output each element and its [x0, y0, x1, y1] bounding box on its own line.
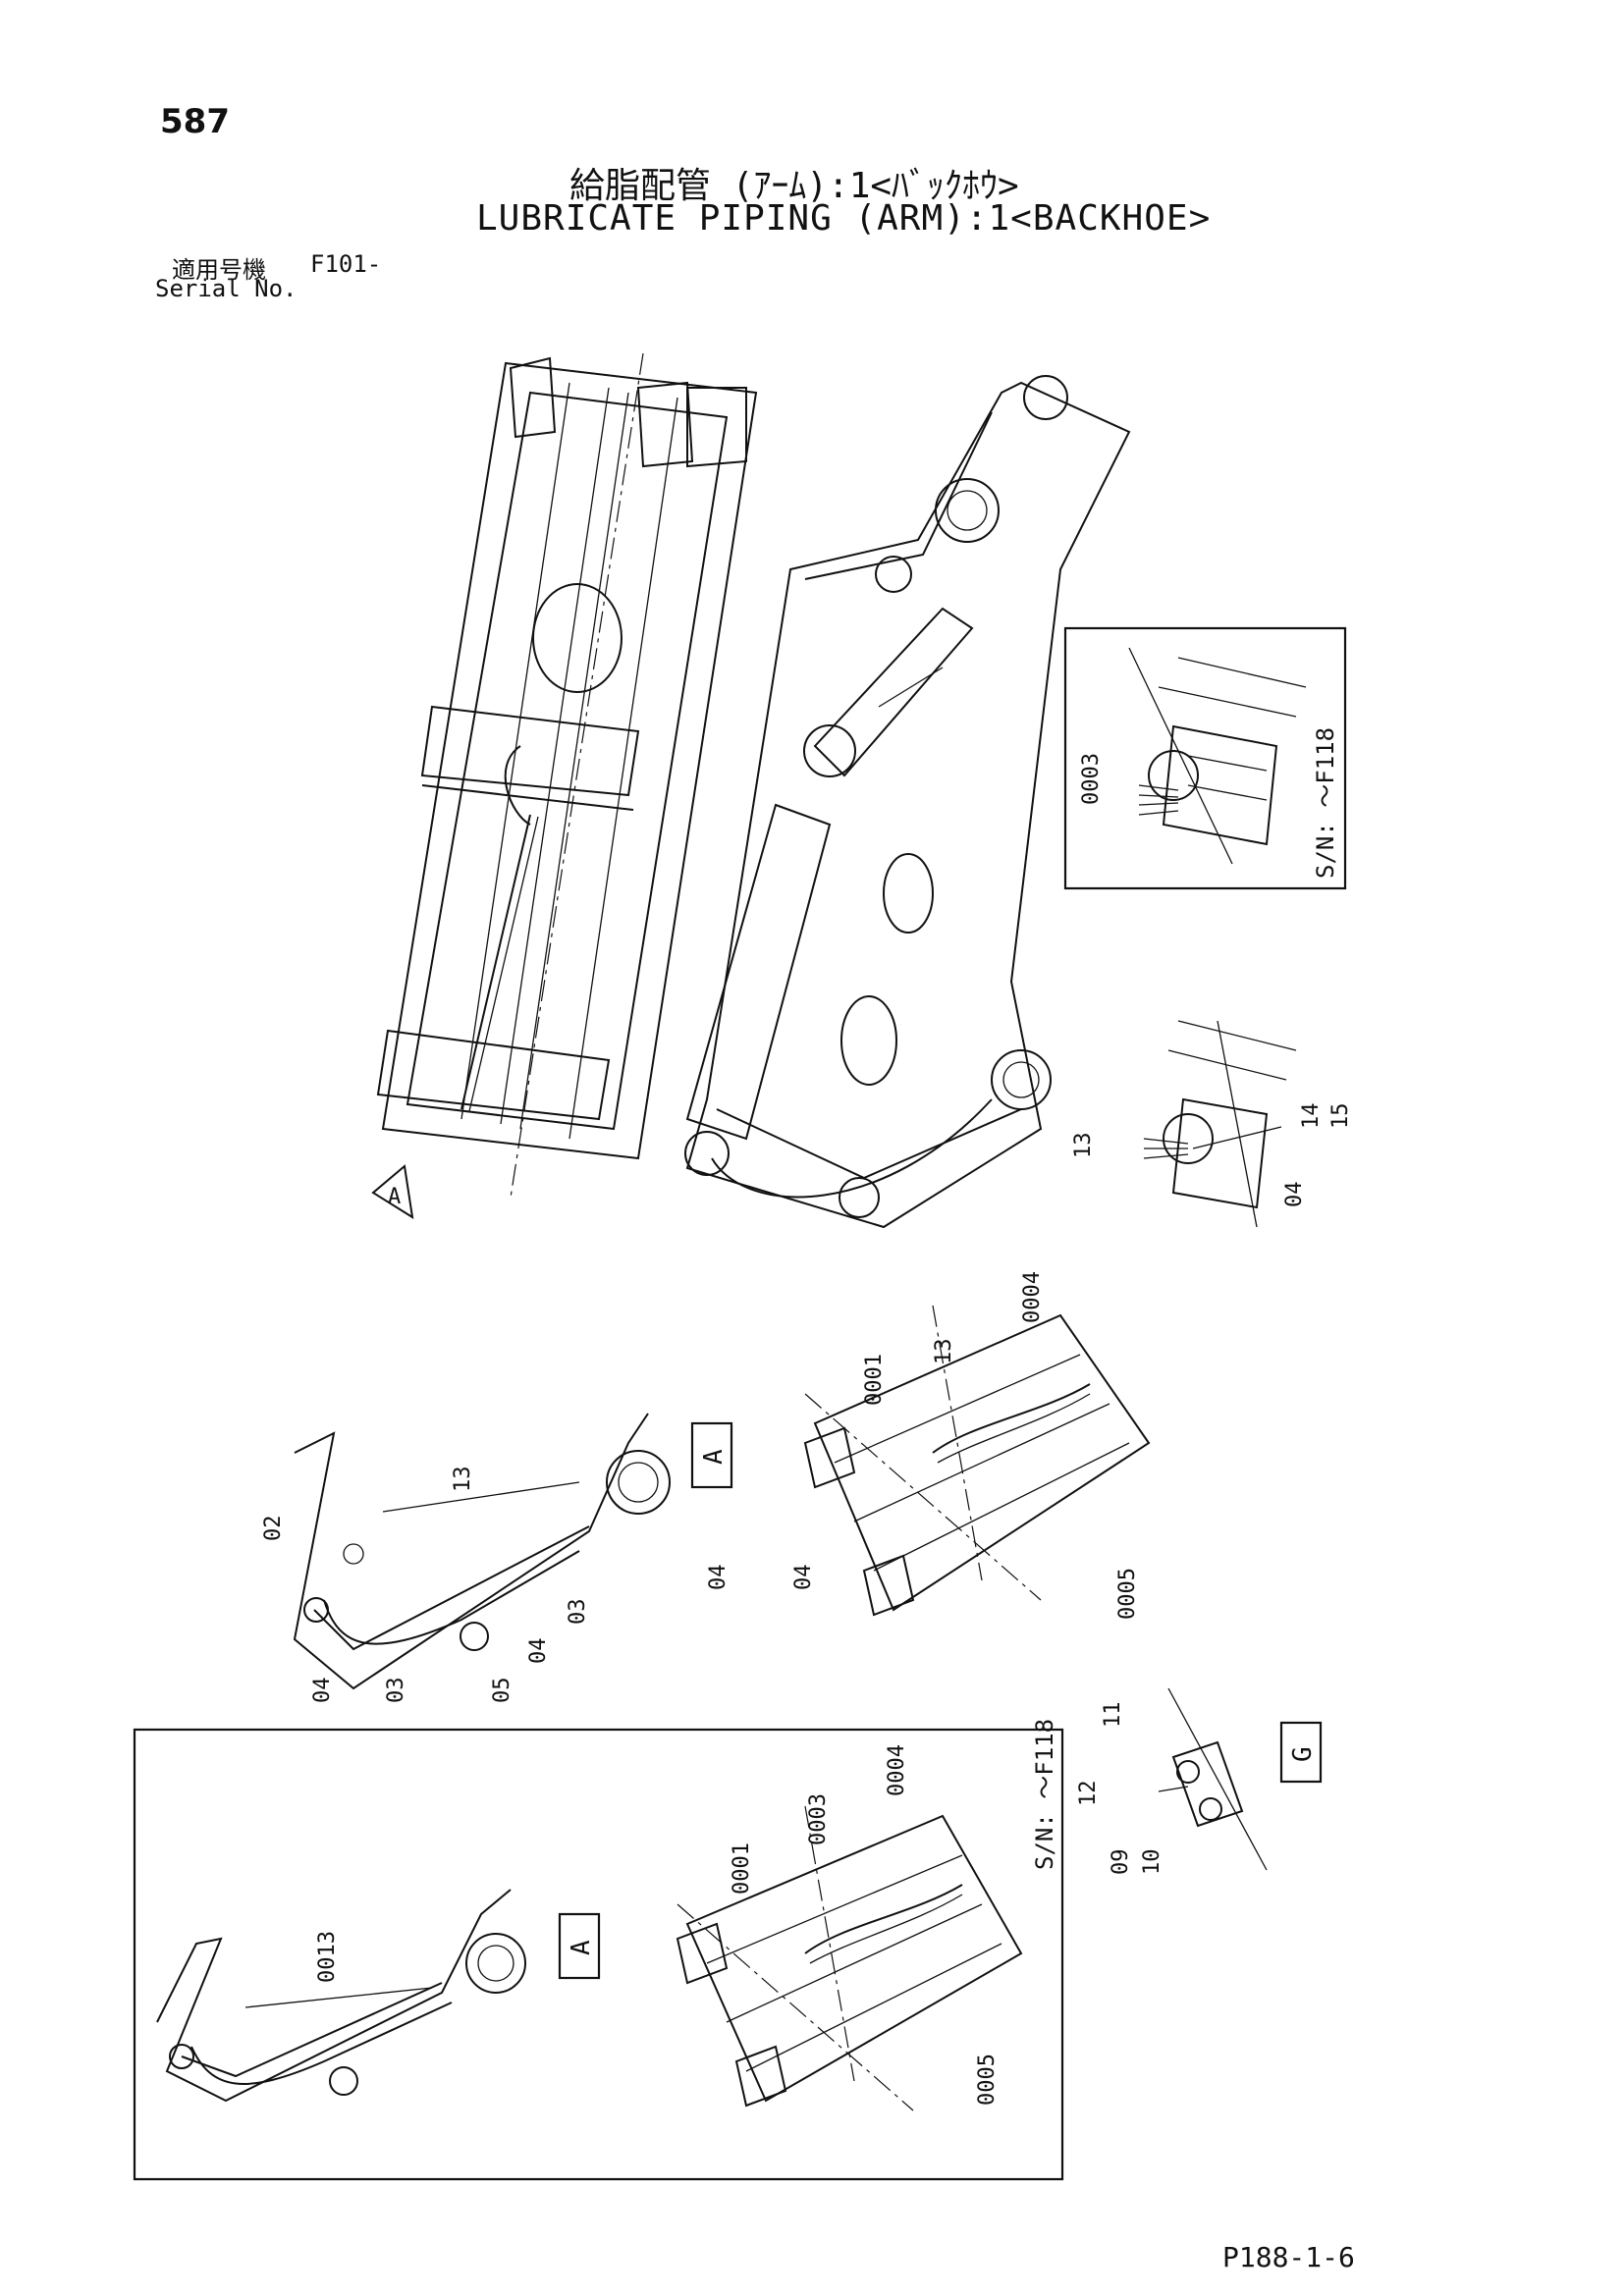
serial-label-japanese: 適用号機 — [172, 256, 266, 284]
view-a-callout-02: 02 — [261, 1516, 286, 1542]
arm-tip-callout-13: 13 — [1071, 1133, 1096, 1159]
arrow-a-label: A — [388, 1185, 401, 1209]
inset-top-right: 0003 S/N: ～F118 — [1063, 626, 1347, 890]
view-a-right-callout-04: 04 — [791, 1565, 816, 1591]
inset-bottom-callout-0013: 0013 — [315, 1931, 340, 1983]
view-a-callout-03-b: 03 — [566, 1599, 590, 1626]
view-g-callout-09: 09 — [1109, 1849, 1133, 1876]
inset-bottom-callout-0005: 0005 — [975, 2054, 1000, 2106]
view-a-right-callout-0001: 0001 — [862, 1354, 887, 1406]
view-g-tag: G — [1288, 1746, 1318, 1762]
arm-tip-callout-14: 14 — [1299, 1103, 1324, 1130]
view-g-callout-12: 12 — [1076, 1781, 1101, 1807]
title-english: LUBRICATE PIPING (ARM):1<BACKHOE> — [476, 198, 1212, 239]
view-a-right-callout-13: 13 — [932, 1339, 956, 1365]
view-g-callout-11: 11 — [1101, 1702, 1125, 1729]
view-g-callout-10: 10 — [1140, 1849, 1164, 1876]
inset-top-sn-note: S/N: ～F118 — [1312, 727, 1339, 879]
inset-top-callout-0003: 0003 — [1079, 753, 1104, 805]
arm-tip-callout-04: 04 — [1282, 1182, 1307, 1208]
arm-tip-callout-15: 15 — [1328, 1103, 1353, 1130]
inset-bottom-callout-0004: 0004 — [885, 1744, 909, 1796]
inset-bottom-callout-0003: 0003 — [806, 1793, 831, 1845]
view-a-callout-04-c: 04 — [706, 1565, 731, 1591]
view-a-right-callout-0004: 0004 — [1020, 1271, 1045, 1323]
page-number: 587 — [160, 102, 230, 141]
view-a-left: A 02 13 04 03 05 04 03 04 — [261, 1413, 733, 1704]
view-a-left-tag: A — [699, 1449, 729, 1465]
view-a-right-callout-0005: 0005 — [1115, 1568, 1140, 1620]
view-a-callout-13: 13 — [451, 1467, 475, 1493]
inset-bottom: A 0013 0001 0003 0004 0005 S/N: ～F118 — [133, 1719, 1064, 2181]
inset-bottom-callout-0001: 0001 — [730, 1842, 754, 1895]
inset-bottom-sn-note: S/N: ～F118 — [1031, 1719, 1058, 1870]
arm-side-view — [684, 375, 1131, 1229]
page-code: P188-1-6 — [1222, 2241, 1355, 2273]
view-g: G 11 12 09 10 — [1076, 1687, 1323, 1876]
arm-top-view: A — [371, 352, 758, 1220]
view-a-callout-03-a: 03 — [384, 1678, 408, 1704]
view-a-callout-04-a: 04 — [310, 1678, 335, 1704]
serial-label-english: Serial No. — [155, 275, 298, 302]
inset-bottom-view-a-tag: A — [567, 1940, 596, 1955]
view-a-callout-05: 05 — [490, 1678, 514, 1704]
serial-model: F101- — [310, 250, 382, 278]
view-a-callout-04-b: 04 — [526, 1638, 551, 1665]
view-a-right: 0001 13 0004 04 0005 — [791, 1271, 1151, 1620]
arm-tip-detail: 13 14 15 04 — [1071, 1020, 1353, 1228]
title-japanese: 給脂配管 (ｱｰﾑ):1<ﾊﾞｯｸﾎｳ> — [569, 166, 1019, 206]
